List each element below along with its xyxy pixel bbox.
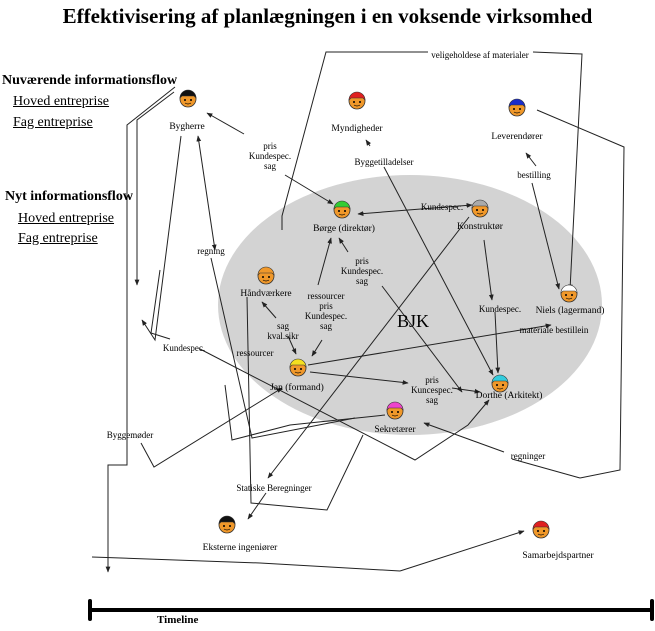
node-label-jan: Jan (formand) xyxy=(270,383,324,393)
edge-label-kundespec-borge: Kundespec. xyxy=(420,202,464,212)
person-icon-konstruktor xyxy=(471,199,489,218)
edge-label-ressourcer-borge: ressourcer pris Kundespec. sag xyxy=(304,291,348,331)
edge-konstr-statiske xyxy=(267,216,470,479)
person-icon-sekretaerer xyxy=(386,401,404,420)
edge-label-ressourcer: ressourcer xyxy=(236,348,274,358)
edge-sag-kval-up xyxy=(261,301,277,319)
edge-regning xyxy=(196,135,217,251)
node-label-samarbejdspartner: Samarbejdspartner xyxy=(522,551,594,561)
legend-current-heading: Nuværende informationsflow xyxy=(2,73,178,88)
edge-byggemoder xyxy=(140,387,283,468)
edge-ressourcer-borge-down xyxy=(311,339,323,357)
node-label-niels: Niels (lagermand) xyxy=(535,306,605,316)
edge-kundespec-left-up xyxy=(150,269,171,340)
edge-regning-down xyxy=(210,257,356,439)
edge-bygherre-outer1 xyxy=(105,86,176,573)
edge-pris-dorthe2 xyxy=(451,387,481,394)
node-label-myndigheder: Myndigheder xyxy=(331,124,383,134)
edge-bygge-down xyxy=(383,166,494,376)
node-label-handvaerkere: Håndværkere xyxy=(240,289,292,299)
person-icon-borge xyxy=(333,200,351,219)
timeline-label: Timeline xyxy=(157,614,199,626)
edge-bestilling-down xyxy=(531,182,560,290)
legend-current-fag-entreprise-link[interactable]: Fag entreprise xyxy=(13,115,93,130)
edge-left-up xyxy=(141,135,182,342)
edge-label-pris-bygherre: pris Kundespec. sag xyxy=(248,141,292,171)
edge-samarbejd xyxy=(91,556,401,572)
edge-konstr-kundespec xyxy=(483,239,494,301)
edge-regninger xyxy=(511,458,581,479)
edge-label-kundespec-konstr: Kundespec. xyxy=(478,304,522,314)
edge-label-kundespec-left: Kundespec. xyxy=(162,343,206,353)
edge-label-pris-borge: pris Kundespec. sag xyxy=(340,256,384,286)
edge-sag-kval-down xyxy=(287,335,297,355)
legend-new-heading: Nyt informationsflow xyxy=(5,189,133,204)
edge-label-sag-kval: sag kval.sikr xyxy=(267,321,299,341)
person-icon-bygherre xyxy=(179,89,197,108)
edge-label-materiale: materiale bestillein xyxy=(519,325,589,335)
edge-kundespec-dorthe xyxy=(494,311,501,374)
edge-byggetilladelser-up xyxy=(365,139,371,147)
edge-pris-bygherre-down xyxy=(284,174,334,205)
edge-sek-left xyxy=(224,384,386,441)
edge-bygherre-outer2 xyxy=(134,91,175,286)
edge-label-bestilling: bestilling xyxy=(517,170,551,180)
person-icon-myndigheder xyxy=(348,91,366,110)
edge-ressourcer-borge xyxy=(317,237,332,286)
edge-ressourcer xyxy=(246,296,364,511)
edge-pris-borge-up xyxy=(338,237,349,253)
edge-statiske-eksterne xyxy=(247,492,267,520)
edge-jan-niels xyxy=(307,323,552,366)
edge-vedligehold-r xyxy=(532,51,583,291)
bjk-group-ellipse xyxy=(218,175,602,435)
edge-label-byggemoder: Byggemøder xyxy=(106,430,154,440)
person-icon-dorthe xyxy=(491,374,509,393)
edge-pris-borge-down xyxy=(381,285,463,393)
edge-lev-right xyxy=(536,109,625,479)
legend-new-fag-entreprise-link[interactable]: Fag entreprise xyxy=(18,231,98,246)
person-icon-jan xyxy=(289,358,307,377)
edge-label-statiske: Statiske Beregninger xyxy=(236,483,312,493)
person-icon-samarbejdspartner xyxy=(532,520,550,539)
page-title: Effektivisering af planlægningen i en vo… xyxy=(62,4,593,28)
group-label-bjk: BJK xyxy=(397,311,430,331)
edge-pris-bygherre-up xyxy=(206,112,245,135)
timeline-bar xyxy=(88,599,654,621)
node-label-borge: Børge (direktør) xyxy=(313,224,375,234)
node-label-sekretaerer: Sekretærer xyxy=(374,425,416,435)
person-icon-leverandorer xyxy=(508,98,526,117)
person-icon-eksterne xyxy=(218,515,236,534)
edge-bestilling-up xyxy=(525,152,537,167)
edge-borge-konstr xyxy=(357,203,473,216)
node-label-eksterne: Eksterne ingeniører xyxy=(202,543,278,553)
edge-samarbejd-arrow xyxy=(399,530,525,572)
node-label-konstruktor: Konstruktør xyxy=(457,222,503,232)
edge-label-vedligehold: veligeholdese af materialer xyxy=(431,50,529,60)
edge-label-byggetilladelser: Byggetilladelser xyxy=(354,157,414,167)
edge-vedligehold xyxy=(281,51,428,230)
person-icon-handvaerkere xyxy=(257,266,275,285)
edge-pris-dorthe xyxy=(309,371,409,385)
legend-current-hoved-entreprise-link[interactable]: Hoved entreprise xyxy=(13,94,110,109)
edge-label-regninger: regninger xyxy=(510,451,546,461)
person-icon-niels xyxy=(560,284,578,303)
node-label-bygherre: Bygherre xyxy=(169,122,205,132)
edge-regninger-to-sek xyxy=(423,422,505,453)
edge-label-pris-dorthe: pris Kuncespec. sag xyxy=(411,375,453,405)
edge-kundespec-left xyxy=(199,348,490,461)
node-label-dorthe: Dorthe (Arkitekt) xyxy=(475,391,543,401)
edge-label-regning: regning xyxy=(197,246,225,256)
legend-new-hoved-entreprise-link[interactable]: Hoved entreprise xyxy=(18,211,115,226)
node-label-leverandorer: Leverendører xyxy=(491,132,543,142)
